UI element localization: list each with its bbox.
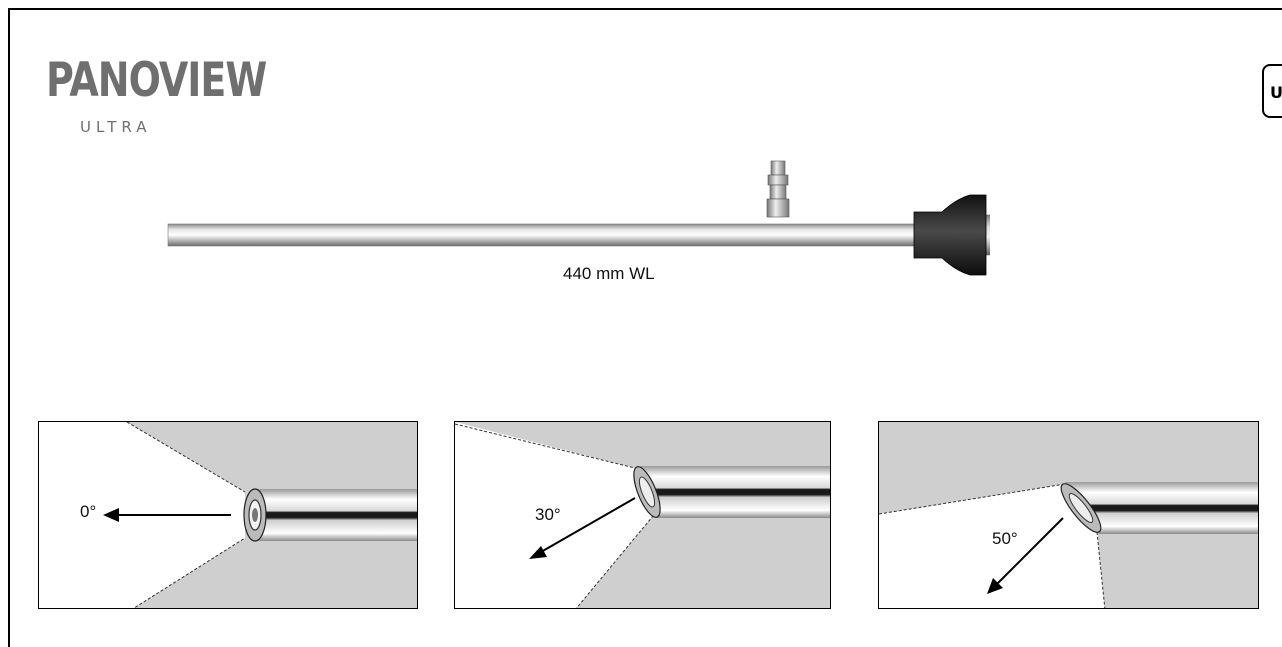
page-frame bbox=[8, 8, 1282, 647]
angle-label-50: 50° bbox=[992, 529, 1018, 548]
fov-upper-boundary bbox=[126, 422, 246, 493]
fov-lower-boundary bbox=[133, 537, 246, 608]
view-diagram-0 bbox=[103, 422, 417, 608]
field-of-view-shade-lower bbox=[1097, 532, 1258, 608]
logo-wordmark: PANOVIEW bbox=[46, 52, 267, 107]
fov-lower-boundary bbox=[1096, 531, 1106, 608]
view-panel-0: 0° bbox=[38, 421, 418, 609]
view-direction-arrow bbox=[540, 497, 636, 553]
scope-shaft bbox=[167, 223, 949, 247]
view-diagram-50 bbox=[879, 422, 1258, 608]
angle-label-0: 0° bbox=[80, 502, 97, 521]
scope-brand-marking: RWOLF bbox=[954, 233, 979, 241]
scope-tip bbox=[255, 489, 417, 541]
fov-upper-boundary bbox=[455, 423, 636, 469]
scope-tip bbox=[1065, 482, 1258, 534]
angle-label-30: 30° bbox=[535, 505, 561, 524]
logo-subtitle: ULTRA bbox=[80, 118, 152, 136]
scope-tip bbox=[637, 466, 830, 518]
view-panel-50: 50° bbox=[878, 421, 1259, 609]
view-panel-30: 30° bbox=[454, 421, 831, 609]
panoview-ultra-logo: PANOVIEW ULTRA bbox=[46, 52, 267, 142]
view-direction-arrow bbox=[996, 517, 1064, 585]
view-diagram-30 bbox=[455, 422, 830, 608]
fov-lower-boundary bbox=[576, 515, 654, 608]
working-length-label: 440 mm WL bbox=[563, 264, 655, 283]
fov-upper-boundary bbox=[879, 483, 1066, 515]
symbol-badge: U bbox=[1262, 64, 1282, 118]
field-of-view-shade-upper bbox=[879, 422, 1258, 514]
endoscope-illustration: RWOLF bbox=[167, 160, 990, 276]
eyepiece bbox=[913, 194, 987, 276]
light-post bbox=[766, 160, 790, 218]
